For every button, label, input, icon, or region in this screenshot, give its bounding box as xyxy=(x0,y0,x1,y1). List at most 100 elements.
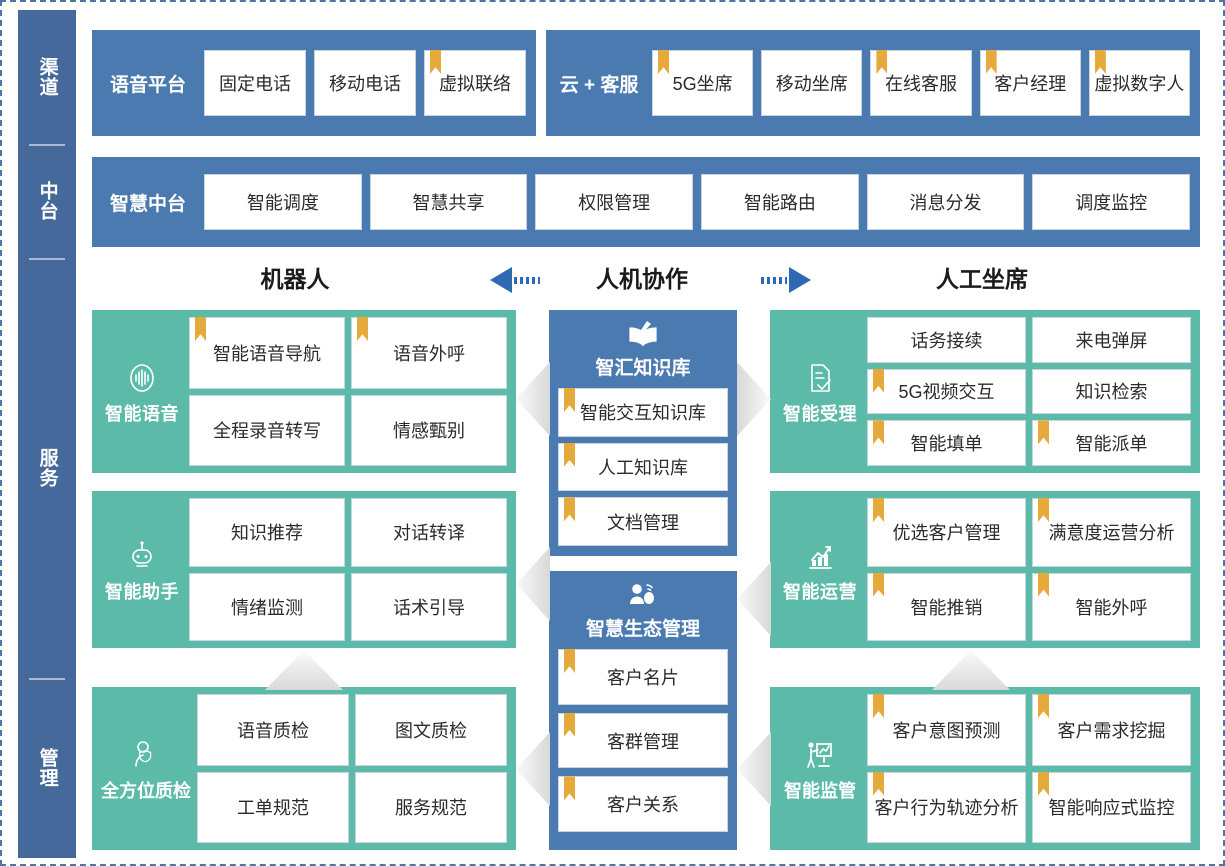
block-cells-comprehensive-quality-inspection: 语音质检 图文质检 工单规范 服务规范 xyxy=(197,694,507,843)
cell-document-management[interactable]: 文档管理 xyxy=(558,497,728,547)
connector-arrow-up-right xyxy=(932,650,1010,690)
sidebar-section-management[interactable]: 管理 xyxy=(18,678,76,858)
block-cells-intelligent-operation: 优选客户管理 满意度运营分析 智能推销 智能外呼 xyxy=(867,498,1191,641)
sidebar-section-service[interactable]: 服务 xyxy=(18,258,76,678)
band-title-cloud-customer-service: 云 + 客服 xyxy=(559,74,639,96)
cell-intelligent-scheduling[interactable]: 智能调度 xyxy=(204,174,362,230)
cell-5g-seat[interactable]: 5G坐席 xyxy=(652,50,754,116)
band-cells-voice-platform: 固定电话 移动电话 虚拟联络 xyxy=(204,50,526,116)
cell-work-order-standard[interactable]: 工单规范 xyxy=(197,771,349,843)
cell-customer-group-management[interactable]: 客群管理 xyxy=(558,712,728,769)
connector-arrow-up-left xyxy=(265,650,343,690)
block-header-intelligent-voice: 智能语音 xyxy=(101,358,183,426)
cell-intelligent-dispatch[interactable]: 智能派单 xyxy=(1032,420,1191,466)
band-cloud-customer-service: 云 + 客服 5G坐席 移动坐席 在线客服 客户经理 虚拟数字人 xyxy=(546,30,1200,136)
person-network-icon xyxy=(623,579,663,613)
arrow-left-icon xyxy=(490,267,542,293)
connector-arrow-left-quality xyxy=(516,732,550,806)
cell-customer-relationship[interactable]: 客户关系 xyxy=(558,776,728,833)
cell-full-recording-transcription[interactable]: 全程录音转写 xyxy=(189,394,345,466)
cell-customer-intent-prediction[interactable]: 客户意图预测 xyxy=(867,694,1026,766)
cell-manual-knowledge-base[interactable]: 人工知识库 xyxy=(558,442,728,492)
sidebar-label-service: 服务 xyxy=(36,448,58,488)
cell-permission-management[interactable]: 权限管理 xyxy=(535,174,694,230)
cell-satisfaction-operation-analysis[interactable]: 满意度运营分析 xyxy=(1032,498,1191,567)
connector-arrow-left-supervision xyxy=(737,732,771,806)
cell-mobile-phone[interactable]: 移动电话 xyxy=(314,50,416,116)
block-title-comprehensive-quality-inspection: 全方位质检 xyxy=(101,780,191,801)
cell-scheduling-monitoring[interactable]: 调度监控 xyxy=(1032,174,1191,230)
robot-icon xyxy=(122,536,162,576)
cell-fixed-phone[interactable]: 固定电话 xyxy=(204,50,306,116)
cell-premium-customer-management[interactable]: 优选客户管理 xyxy=(867,498,1026,567)
block-intelligent-acceptance: 智能受理 话务接续 来电弹屏 5G视频交互 知识检索 智能填单 智能派单 xyxy=(770,310,1200,473)
block-intelligent-voice: 智能语音 智能语音导航 语音外呼 全程录音转写 情感甄别 xyxy=(92,310,516,473)
cell-intelligent-interactive-knowledge-base[interactable]: 智能交互知识库 xyxy=(558,388,728,437)
band-title-voice-platform: 语音平台 xyxy=(109,74,186,96)
cell-intelligent-voice-navigation[interactable]: 智能语音导航 xyxy=(189,317,345,389)
column-header-collaboration: 人机协作 xyxy=(596,266,688,292)
document-check-icon xyxy=(800,358,840,398)
cell-emotion-monitoring[interactable]: 情绪监测 xyxy=(189,572,345,641)
cell-emotion-discrimination[interactable]: 情感甄别 xyxy=(351,394,507,466)
cell-customer-behavior-trajectory-analysis[interactable]: 客户行为轨迹分析 xyxy=(867,771,1026,843)
block-header-intelligent-assistant: 智能助手 xyxy=(101,536,183,604)
sidebar-section-channel[interactable]: 渠道 xyxy=(18,10,76,144)
sidebar-label-management: 管理 xyxy=(36,748,58,788)
cell-intelligent-marketing[interactable]: 智能推销 xyxy=(867,572,1026,641)
connector-arrow-left-assistant xyxy=(516,547,550,621)
cell-call-connection[interactable]: 话务接续 xyxy=(867,317,1026,363)
cell-intelligent-responsive-monitoring[interactable]: 智能响应式监控 xyxy=(1032,771,1191,843)
column-header-agent: 人工坐席 xyxy=(936,266,1028,292)
block-cells-intelligent-acceptance: 话务接续 来电弹屏 5G视频交互 知识检索 智能填单 智能派单 xyxy=(867,317,1191,466)
block-title-intelligent-acceptance: 智能受理 xyxy=(783,403,857,424)
block-intelligent-operation: 智能运营 优选客户管理 满意度运营分析 智能推销 智能外呼 xyxy=(770,491,1200,648)
sidebar-label-middle-platform: 中台 xyxy=(36,181,58,221)
column-header-robot: 机器人 xyxy=(260,266,330,292)
cell-message-distribution[interactable]: 消息分发 xyxy=(866,174,1025,230)
cell-online-service[interactable]: 在线客服 xyxy=(870,50,972,116)
cell-smart-sharing[interactable]: 智慧共享 xyxy=(369,174,528,230)
block-intelligent-supervision: 智能监管 客户意图预测 客户需求挖掘 客户行为轨迹分析 智能响应式监控 xyxy=(770,687,1200,850)
block-header-intelligent-acceptance: 智能受理 xyxy=(779,358,861,426)
band-title-middle-platform: 智慧中台 xyxy=(109,193,186,215)
presenter-board-icon xyxy=(800,735,840,775)
sidebar-section-middle-platform[interactable]: 中台 xyxy=(18,144,76,258)
band-cells-cloud-customer-service: 5G坐席 移动坐席 在线客服 客户经理 虚拟数字人 xyxy=(652,50,1191,116)
cell-mobile-seat[interactable]: 移动坐席 xyxy=(761,50,863,116)
cell-virtual-digital-human[interactable]: 虚拟数字人 xyxy=(1088,50,1191,116)
cell-knowledge-retrieval[interactable]: 知识检索 xyxy=(1032,368,1191,415)
chart-growth-icon xyxy=(800,536,840,576)
cell-dialogue-translation[interactable]: 对话转译 xyxy=(351,498,507,567)
block-title-intelligent-supervision: 智能监管 xyxy=(784,780,856,801)
layer-sidebar: 渠道 中台 服务 管理 xyxy=(18,10,76,858)
sidebar-label-channel: 渠道 xyxy=(36,57,58,97)
cell-customer-demand-mining[interactable]: 客户需求挖掘 xyxy=(1032,694,1191,766)
connector-arrow-left-operation xyxy=(737,562,771,636)
cell-intelligent-outbound-call[interactable]: 智能外呼 xyxy=(1032,572,1191,641)
block-intelligent-assistant: 智能助手 知识推荐 对话转译 情绪监测 话术引导 xyxy=(92,491,516,648)
block-cells-intelligent-assistant: 知识推荐 对话转译 情绪监测 话术引导 xyxy=(189,498,507,641)
cell-text-image-quality-inspection[interactable]: 图文质检 xyxy=(355,694,507,766)
block-header-intelligent-operation: 智能运营 xyxy=(779,536,861,604)
block-ecology-management: 智慧生态管理 客户名片 客群管理 客户关系 xyxy=(549,571,737,850)
band-cells-middle-platform: 智能调度 智慧共享 权限管理 智能路由 消息分发 调度监控 xyxy=(204,174,1191,230)
cell-intelligent-routing[interactable]: 智能路由 xyxy=(701,174,859,230)
cell-voice-outbound[interactable]: 语音外呼 xyxy=(351,317,507,389)
cell-voice-quality-inspection[interactable]: 语音质检 xyxy=(197,694,349,766)
block-title-intelligent-assistant: 智能助手 xyxy=(105,581,179,602)
cell-knowledge-recommendation[interactable]: 知识推荐 xyxy=(189,498,345,567)
block-title-intelligent-voice: 智能语音 xyxy=(105,403,179,424)
arrow-right-icon xyxy=(759,267,811,293)
connector-arrow-left-voice xyxy=(516,362,550,436)
cell-service-standard[interactable]: 服务规范 xyxy=(355,771,507,843)
band-voice-platform: 语音平台 固定电话 移动电话 虚拟联络 xyxy=(92,30,536,136)
cell-account-manager[interactable]: 客户经理 xyxy=(979,50,1081,116)
block-header-intelligent-supervision: 智能监管 xyxy=(779,735,861,803)
cell-virtual-contact[interactable]: 虚拟联络 xyxy=(424,50,526,116)
cell-customer-card[interactable]: 客户名片 xyxy=(558,649,728,705)
cell-script-guidance[interactable]: 话术引导 xyxy=(351,572,507,641)
cell-intelligent-form-filling[interactable]: 智能填单 xyxy=(867,420,1026,466)
cell-incoming-call-popup[interactable]: 来电弹屏 xyxy=(1032,317,1191,363)
cell-5g-video-interaction[interactable]: 5G视频交互 xyxy=(867,368,1026,415)
